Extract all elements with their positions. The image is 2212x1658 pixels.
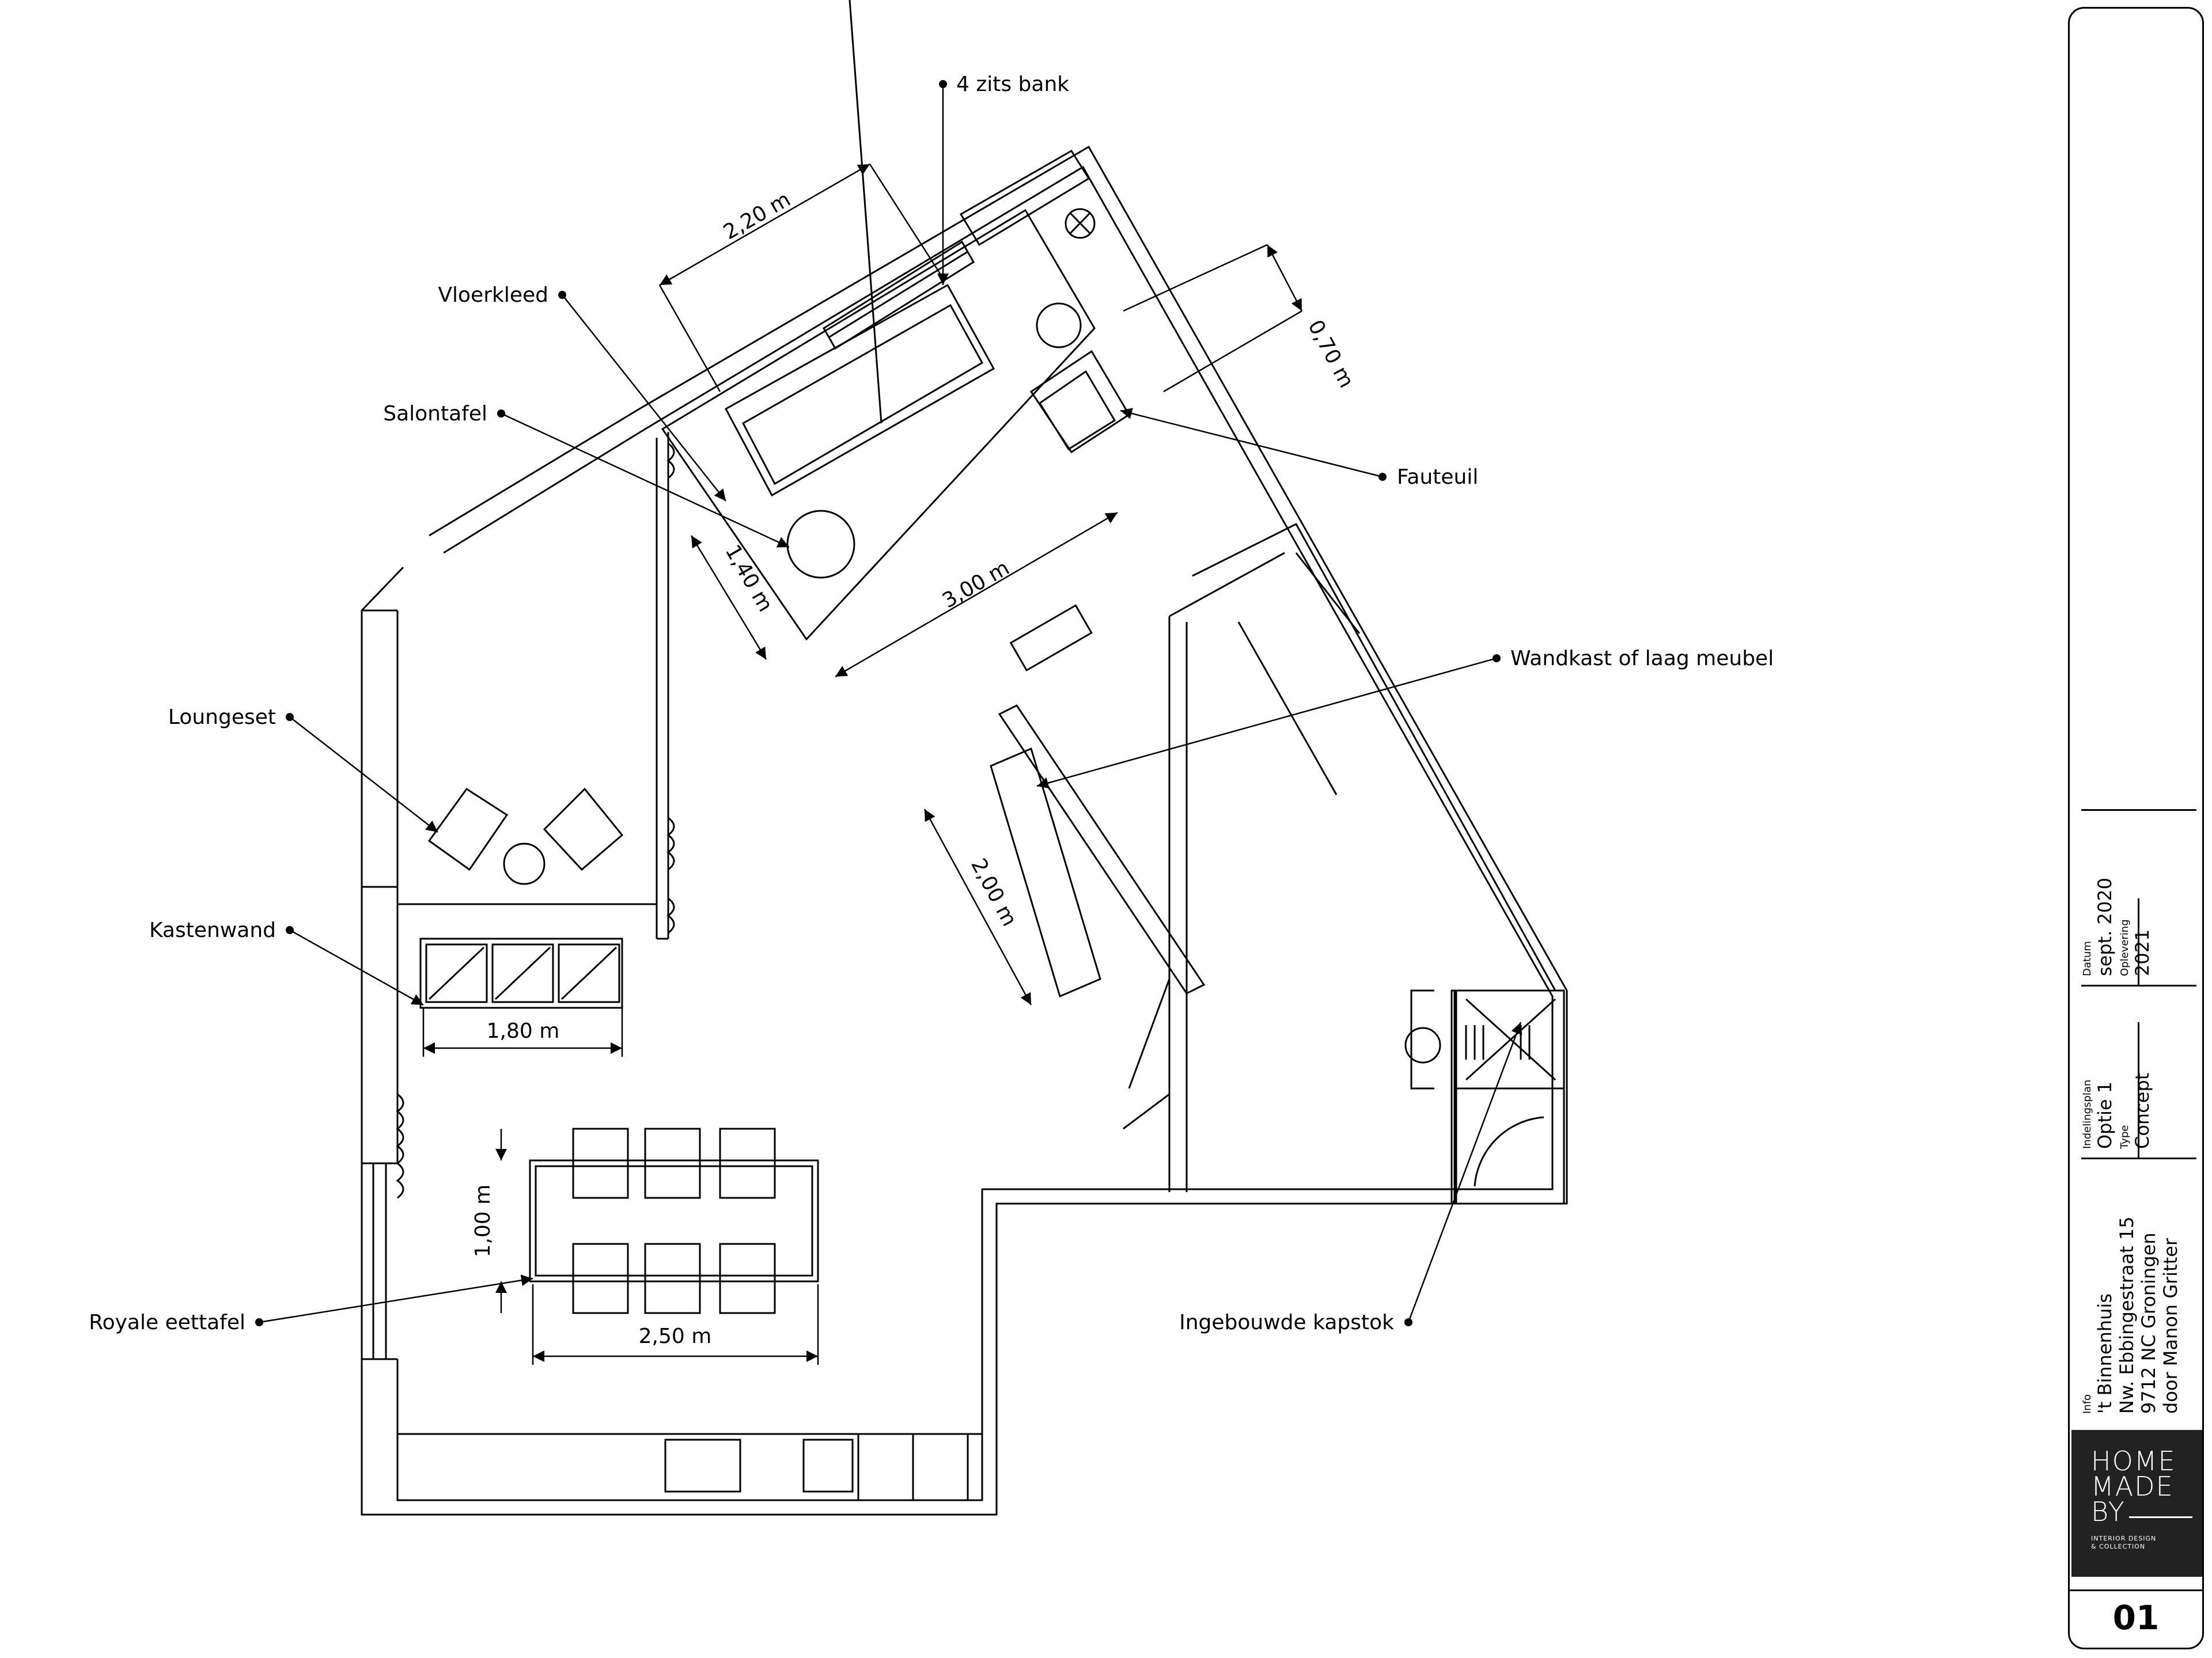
label-salontafel: Salontafel [383, 402, 487, 426]
title-block: Datum sept. 2020 Oplevering 2021 Indelin… [2068, 7, 2204, 1649]
armchair [1029, 350, 1131, 454]
kitchen-counter [396, 1433, 983, 1501]
dim-250: 2,50 m [639, 1325, 712, 1348]
logo-line: MADE [2091, 1471, 2174, 1502]
logo-sub-line: & COLLECTION [2091, 1543, 2146, 1550]
type-label: Type [2119, 1125, 2131, 1149]
logo-line: HOME [2091, 1445, 2176, 1477]
info-line: 't Binnenhuis [2094, 1293, 2116, 1414]
logo-sub-line: INTERIOR DESIGN [2091, 1535, 2157, 1542]
divider [2081, 985, 2196, 987]
dim-300: 3,00 m [938, 556, 1013, 613]
datum-value: sept. 2020 [2094, 878, 2116, 976]
divider [2081, 809, 2196, 811]
indelingsplan-block: Indelingsplan Optie 1 [2081, 1080, 2116, 1149]
label-eettafel: Royale eettafel [89, 1311, 245, 1334]
oplevering-value: 2021 [2131, 929, 2153, 976]
lounge-partition [396, 432, 675, 1199]
dim-220: 2,20 m [719, 188, 794, 245]
dining-table [529, 1128, 819, 1314]
info-block: Info 't Binnenhuis Nw. Ebbingestraat 15 … [2081, 1216, 2181, 1414]
divider [2138, 1022, 2139, 1158]
dim-180: 1,80 m [487, 1019, 560, 1043]
label-fauteuil: Fauteuil [1397, 465, 1478, 489]
oplevering-block: Oplevering 2021 [2119, 919, 2153, 976]
info-line: door Manon Gritter [2160, 1238, 2181, 1414]
coffee-table [786, 510, 855, 579]
datum-label: Datum [2081, 941, 2093, 976]
info-label: Info [2081, 1394, 2093, 1414]
indelingsplan-value: Optie 1 [2094, 1081, 2116, 1149]
label-bank: 4 zits bank [956, 73, 1069, 96]
coat-rack [1404, 989, 1565, 1205]
cupboard-wall [419, 938, 623, 1009]
label-kapstok: Ingebouwde kapstok [1179, 1311, 1394, 1334]
divider [2138, 898, 2139, 985]
brand-logo: HOME MADE BY INTERIOR DESIGN & COLLECTIO… [2071, 1430, 2202, 1577]
divider [2070, 1589, 2202, 1591]
datum-block: Datum sept. 2020 [2081, 878, 2116, 976]
wall-cabinet [990, 604, 1206, 998]
label-vloerkleed: Vloerkleed [438, 283, 548, 307]
dimension-lines [422, 163, 1303, 1365]
type-block: Type Concept [2119, 1073, 2153, 1149]
dim-070: 0,70 m [1303, 316, 1358, 392]
indelingsplan-label: Indelingsplan [2081, 1079, 2093, 1149]
logo-subtitle: INTERIOR DESIGN & COLLECTION [2091, 1535, 2156, 1551]
leader-dots [255, 80, 1501, 1326]
logo-underline [2129, 1516, 2192, 1518]
floor-plan: 4 zits bank Vloerkleed Salontafel Fauteu… [89, 0, 1774, 1516]
dim-100: 1,00 m [471, 1185, 495, 1258]
bedroom-walls [1123, 523, 1556, 1192]
logo-wordmark: HOME MADE BY [2091, 1445, 2176, 1527]
dim-140: 1,40 m [721, 541, 778, 616]
info-line: 9712 NC Groningen [2138, 1232, 2160, 1414]
label-kastenwand: Kastenwand [149, 919, 276, 942]
rug [661, 208, 1096, 641]
side-table-top [1036, 302, 1082, 348]
divider [2081, 1158, 2196, 1159]
outer-walls [361, 145, 1568, 1516]
oplevering-label: Oplevering [2119, 919, 2131, 976]
loungeset [427, 787, 624, 885]
type-value: Concept [2131, 1072, 2153, 1149]
dim-200: 2,00 m [966, 855, 1021, 930]
leader-lines [259, 84, 1522, 1323]
info-line: Nw. Ebbingestraat 15 [2116, 1216, 2138, 1414]
top-window [822, 149, 1090, 350]
page-number: 01 [2112, 1598, 2160, 1637]
label-loungeset: Loungeset [168, 705, 276, 729]
logo-line: BY [2091, 1496, 2126, 1527]
label-wandkast: Wandkast of laag meubel [1510, 647, 1774, 670]
